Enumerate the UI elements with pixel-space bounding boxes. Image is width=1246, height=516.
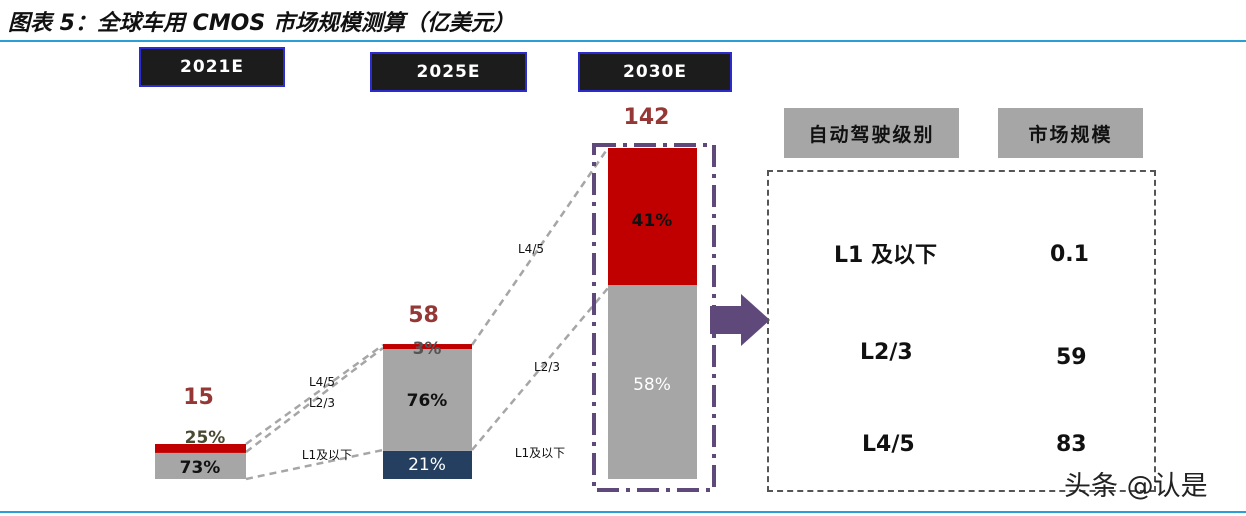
bar-2025E-L4/5 bbox=[383, 344, 472, 350]
connector-label-l45-2: L4/5 bbox=[518, 242, 544, 256]
year-label-2025: 2025E bbox=[370, 52, 527, 92]
bottom-rule bbox=[0, 511, 1246, 513]
connector-label-l1-2: L1及以下 bbox=[515, 446, 565, 460]
label-2025-l23: 76% bbox=[407, 391, 448, 411]
table-value-l45: 83 bbox=[1056, 432, 1087, 457]
connector-label-l23-2: L2/3 bbox=[534, 360, 560, 374]
bar-2025E-L2/3 bbox=[383, 349, 472, 451]
year-label-2030: 2030E bbox=[578, 52, 732, 92]
total-label-bg-2021 bbox=[168, 370, 262, 414]
connector-l45-2021-2025 bbox=[245, 343, 384, 446]
right-arrow-icon bbox=[710, 294, 770, 346]
watermark: 头条 @认是 bbox=[1064, 471, 1208, 502]
table-level-l1: L1 及以下 bbox=[834, 243, 937, 268]
bar-2025E-L1及以下 bbox=[383, 450, 472, 479]
connector-label-l1-1: L1及以下 bbox=[302, 448, 352, 462]
bar-2021E-L4/5 bbox=[155, 444, 246, 453]
label-2030-l45: 41% bbox=[632, 211, 673, 231]
title-bar: 图表 5：全球车用 CMOS 市场规模测算（亿美元） bbox=[0, 0, 1246, 42]
label-2025-l1: 21% bbox=[408, 455, 446, 475]
label-2021-l45: 25% bbox=[185, 428, 226, 448]
bar-2030E-L4/5 bbox=[608, 148, 697, 286]
connector-label-l23-1: L2/3 bbox=[309, 396, 335, 410]
total-label-2025E: 58 bbox=[408, 303, 439, 328]
connector-l23-2021-2025 bbox=[245, 347, 384, 453]
table-level-l45: L4/5 bbox=[862, 432, 915, 457]
table-value-l1: 0.1 bbox=[1050, 242, 1089, 267]
year-label-2021: 2021E bbox=[139, 47, 285, 87]
header-market-size: 市场规模 bbox=[998, 108, 1143, 158]
header-autonomy-level: 自动驾驶级别 bbox=[784, 108, 959, 158]
connector-l45-2025-2030 bbox=[470, 147, 610, 346]
label-2021-l23: 73% bbox=[180, 458, 221, 478]
label-2025-l45: 3% bbox=[413, 339, 442, 359]
market-size-table bbox=[767, 170, 1156, 492]
bar-2021E-L2/3 bbox=[155, 452, 246, 479]
label-2030-l23: 58% bbox=[633, 375, 671, 395]
total-label-2030E: 142 bbox=[624, 105, 670, 130]
bar-2030E-L2/3 bbox=[608, 285, 697, 479]
connector-label-l45-1: L4/5 bbox=[309, 375, 335, 389]
total-label-2021E: 15 bbox=[183, 385, 214, 410]
table-value-l23: 59 bbox=[1056, 345, 1087, 370]
table-level-l23: L2/3 bbox=[860, 340, 913, 365]
figure-title: 图表 5：全球车用 CMOS 市场规模测算（亿美元） bbox=[8, 11, 515, 36]
